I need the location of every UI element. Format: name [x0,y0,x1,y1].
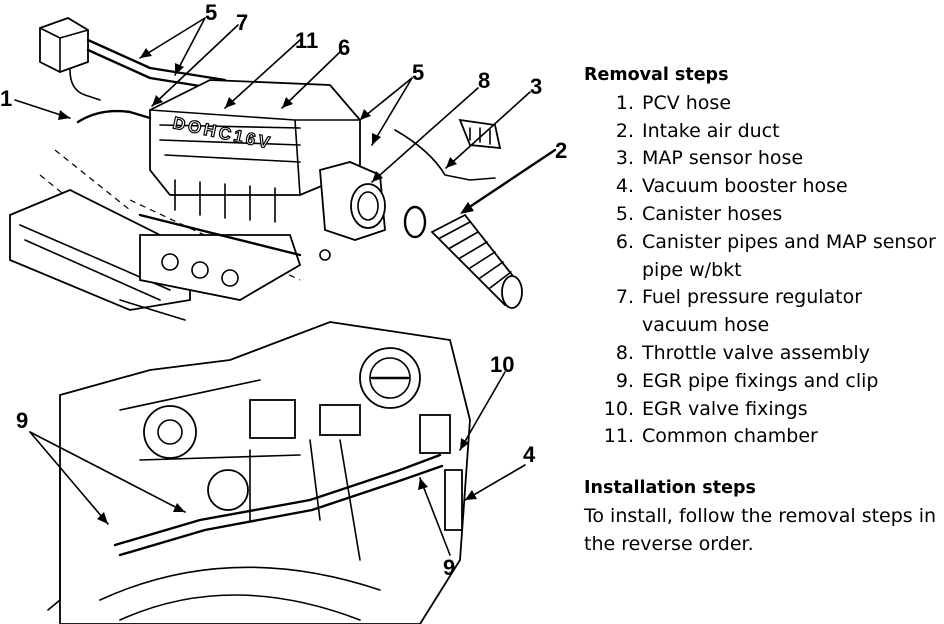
callout-9-left: 9 [16,408,28,433]
step-text: PCV hose [642,91,732,114]
engine-lower-illustration [47,321,471,624]
removal-step: 8. Throttle valve assembly [584,340,939,368]
removal-step: 7. Fuel pressure regulator vacuum hose [584,284,939,340]
step-text: Common chamber [642,425,818,448]
step-text: EGR pipe fixings and clip [642,369,879,392]
callout-4: 4 [523,442,536,467]
step-text: Vacuum booster hose [642,175,848,198]
step-text: MAP sensor hose [642,147,804,170]
removal-step: 5. Canister hoses [584,201,939,229]
removal-step: 6. Canister pipes and MAP sensor pipe w/b… [584,229,939,285]
step-number: 10. [603,397,634,420]
callout-labels: 1 2 3 4 5 5 6 7 8 9 9 10 11 [0,0,567,580]
callout-6: 6 [338,35,350,60]
step-number: 3. [615,147,634,170]
step-text: Throttle valve assembly [642,341,870,364]
callout-2: 2 [555,138,567,163]
step-number: 1. [615,91,634,114]
removal-steps-list: 1. PCV hose 2. Intake air duct 3. MAP sensor … [584,90,939,451]
legend-panel: Removal steps 1. PCV hose 2. Intake air duc… [584,62,939,559]
step-number: 8. [615,341,634,364]
installation-heading: Installation steps [584,478,756,499]
removal-step: 10. EGR valve fixings [584,396,939,424]
step-number: 9. [615,369,634,392]
step-text: Intake air duct [642,119,780,142]
step-text: Fuel pressure regulator vacuum hose [642,286,863,337]
callout-5-right: 5 [412,60,424,85]
removal-step: 4. Vacuum booster hose [584,173,939,201]
callout-1: 1 [0,86,12,111]
callout-leaders [14,17,557,556]
step-number: 6. [615,230,634,253]
callout-7: 7 [236,10,248,35]
removal-step: 1. PCV hose [584,90,939,118]
step-number: 2. [615,119,634,142]
step-text: Canister pipes and MAP sensor pipe w/bkt [642,230,936,281]
removal-heading: Removal steps [584,65,729,85]
callout-9-bottom: 9 [443,555,455,580]
step-number: 4. [615,175,634,198]
step-number: 7. [615,286,634,309]
removal-step: 11. Common chamber [584,423,939,451]
callout-10: 10 [490,352,514,377]
engine-exploded-diagram: DOHC16V [0,0,567,624]
step-number: 5. [615,202,634,225]
removal-step: 9. EGR pipe fixings and clip [584,368,939,396]
callout-11: 11 [295,28,318,53]
step-number: 11. [603,425,634,448]
callout-3: 3 [530,74,542,99]
removal-step: 3. MAP sensor hose [584,145,939,173]
callout-5-top: 5 [205,0,217,25]
step-text: Canister hoses [642,202,783,225]
installation-text: To install, follow the removal steps in … [584,504,937,555]
callout-8: 8 [478,68,490,93]
intake-assembly-illustration: DOHC16V [9,17,523,321]
step-text: EGR valve fixings [642,397,808,420]
removal-step: 2. Intake air duct [584,118,939,146]
